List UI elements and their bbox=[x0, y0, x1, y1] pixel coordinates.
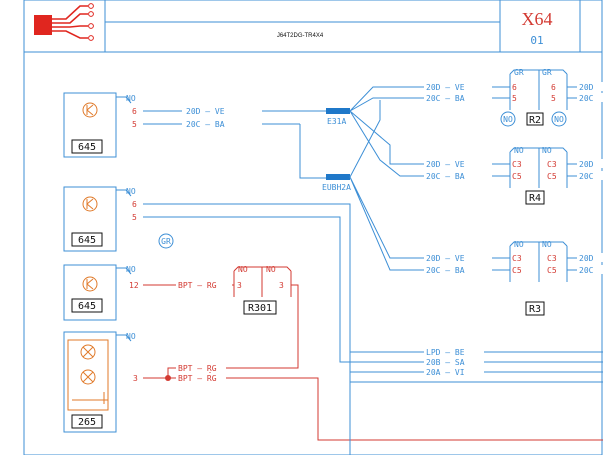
relay-r2-pin5-right: 5 bbox=[551, 94, 556, 103]
label-bpt-rg-lower: BPT — RG bbox=[178, 374, 217, 383]
switch-645-b-tag: GR bbox=[161, 237, 171, 246]
switch-645-a-pin6: 6 bbox=[132, 107, 137, 116]
switch-645-c-state: NO bbox=[126, 265, 136, 274]
switch-645-c-code: 645 bbox=[78, 301, 96, 312]
diagram-frame bbox=[23, 0, 603, 455]
relay-r301-state-right: NO bbox=[266, 265, 276, 274]
wire-branches-upper bbox=[349, 86, 510, 177]
switch-645-c: 645 NO 12 bbox=[63, 264, 139, 321]
relay-r4: NO NO C3 C5 C3 C5 R4 bbox=[509, 146, 568, 205]
switch-645-a-code: 645 bbox=[78, 142, 96, 153]
relay-r4-pinc3-right: C3 bbox=[547, 160, 557, 169]
relay-r301-state-left: NO bbox=[238, 265, 248, 274]
switch-645-b-pin5: 5 bbox=[132, 213, 137, 222]
lamp-265-code: 265 bbox=[78, 417, 96, 428]
relay-r3: NO NO C3 C5 C3 C5 R3 bbox=[509, 240, 568, 316]
connector-logo-icon bbox=[34, 3, 94, 41]
sheet-reference: J64T2DG-TR4X4 bbox=[277, 33, 324, 39]
relay-r2-state-left: GR bbox=[514, 68, 524, 77]
relay-r301-label: R301 bbox=[248, 303, 272, 314]
switch-645-a: 645 NO 6 5 bbox=[63, 92, 137, 158]
relay-r2-pin6-left: 6 bbox=[512, 83, 517, 92]
relay-r3-pinc3-left: C3 bbox=[512, 254, 522, 263]
relay-r2: GR GR 6 5 6 5 R2 NO NO bbox=[500, 68, 568, 127]
relay-r4-label: R4 bbox=[529, 193, 541, 204]
label-bpt-rg-upper: BPT — RG bbox=[178, 364, 217, 373]
relay-r301: NO NO 3 3 R301 bbox=[233, 265, 292, 315]
relay-r2-tag-left: NO bbox=[503, 115, 513, 124]
relay-r2-state-right: GR bbox=[542, 68, 552, 77]
relay-r3-label: R3 bbox=[529, 304, 541, 315]
relay-r2-tag-right: NO bbox=[554, 115, 564, 124]
switch-645-b: 645 NO 6 5 GR bbox=[63, 186, 174, 252]
label-20c-ba: 20C — BA bbox=[186, 120, 225, 129]
label-20a-vi: 20A — VI bbox=[426, 368, 465, 377]
label-r4-20c-ba: 20C — BA bbox=[426, 172, 465, 181]
relay-r4-pinc3-left: C3 bbox=[512, 160, 522, 169]
label-lpd-be: LPD — BE bbox=[426, 348, 465, 357]
connector-e31a bbox=[326, 108, 350, 114]
lamp-265-state: NO bbox=[126, 332, 136, 341]
relay-r4-pinc5-right: C5 bbox=[547, 172, 557, 181]
relay-r3-pinc3-right: C3 bbox=[547, 254, 557, 263]
lamp-265-pin3: 3 bbox=[133, 374, 138, 383]
label-20b-sa: 20B — SA bbox=[426, 358, 465, 367]
sheet-number: 01 bbox=[530, 34, 543, 47]
label-bpt-rg-r301: BPT — RG bbox=[178, 281, 217, 290]
relay-r2-pin6-right: 6 bbox=[551, 83, 556, 92]
label-r4-out-20c: 20C bbox=[579, 172, 594, 181]
wire-branches-lower bbox=[349, 100, 510, 271]
relay-r301-pin-left: 3 bbox=[237, 281, 242, 290]
switch-645-a-pin5: 5 bbox=[132, 120, 137, 129]
sheet-code: X64 bbox=[522, 9, 553, 29]
label-r3-out-20d: 20D bbox=[579, 254, 594, 263]
connector-eubh2a bbox=[326, 174, 350, 180]
relay-r4-state-left: NO bbox=[514, 146, 524, 155]
label-r2-out-20d: 20D bbox=[579, 83, 594, 92]
relay-r3-pinc5-right: C5 bbox=[547, 266, 557, 275]
wire-r301-return bbox=[210, 284, 299, 369]
switch-645-b-code: 645 bbox=[78, 235, 96, 246]
relay-r301-pin-right: 3 bbox=[279, 281, 284, 290]
switch-645-b-state: NO bbox=[126, 187, 136, 196]
relay-r4-pinc5-left: C5 bbox=[512, 172, 522, 181]
lamp-assembly-265: 265 NO 3 bbox=[63, 331, 138, 433]
wire-bpt-bus bbox=[167, 367, 603, 441]
relay-r3-pinc5-left: C5 bbox=[512, 266, 522, 275]
label-r3-20c-ba: 20C — BA bbox=[426, 266, 465, 275]
switch-645-a-state: NO bbox=[126, 94, 136, 103]
relay-r2-label: R2 bbox=[529, 115, 541, 126]
label-r2-20c-ba: 20C — BA bbox=[426, 94, 465, 103]
label-20d-ve: 20D — VE bbox=[186, 107, 225, 116]
relay-r4-state-right: NO bbox=[542, 146, 552, 155]
connector-e31a-label: E31A bbox=[327, 117, 346, 126]
label-r3-20d-ve: 20D — VE bbox=[426, 254, 465, 263]
switch-645-b-pin6: 6 bbox=[132, 200, 137, 209]
wire-to-eubh2a bbox=[299, 124, 326, 179]
label-r3-out-20c: 20C bbox=[579, 266, 594, 275]
relay-r3-state-right: NO bbox=[542, 240, 552, 249]
label-r4-20d-ve: 20D — VE bbox=[426, 160, 465, 169]
label-r2-20d-ve: 20D — VE bbox=[426, 83, 465, 92]
connector-eubh2a-label: EUBH2A bbox=[322, 183, 351, 192]
relay-r3-state-left: NO bbox=[514, 240, 524, 249]
relay-r2-pin5-left: 5 bbox=[512, 94, 517, 103]
switch-645-c-pin12: 12 bbox=[129, 281, 139, 290]
label-r2-out-20c: 20C bbox=[579, 94, 594, 103]
label-r4-out-20d: 20D bbox=[579, 160, 594, 169]
